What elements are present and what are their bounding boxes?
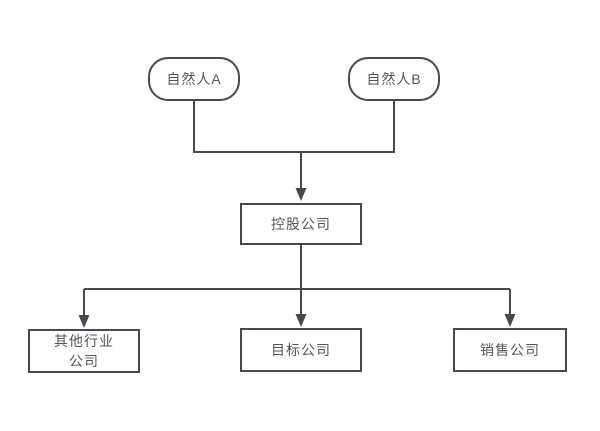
arrowhead-other-industry (78, 315, 90, 328)
node-other-industry-company: 其他行业 公司 (28, 329, 140, 373)
node-person-b: 自然人B (348, 57, 440, 101)
arrowhead-sales (504, 314, 516, 327)
node-target-company-label: 目标公司 (271, 342, 331, 358)
node-person-b-label: 自然人B (366, 71, 422, 87)
node-holding-company: 控股公司 (240, 203, 362, 245)
arrowhead-holding (295, 188, 307, 201)
node-other-industry-company-label: 其他行业 公司 (54, 333, 114, 369)
merge-connector (193, 101, 395, 153)
node-sales-company-label: 销售公司 (480, 342, 540, 358)
node-sales-company: 销售公司 (453, 328, 567, 372)
node-target-company: 目标公司 (240, 328, 362, 372)
node-person-a: 自然人A (148, 57, 240, 101)
arrowhead-target (295, 314, 307, 327)
node-person-a-label: 自然人A (166, 71, 222, 87)
node-holding-company-label: 控股公司 (271, 216, 331, 232)
